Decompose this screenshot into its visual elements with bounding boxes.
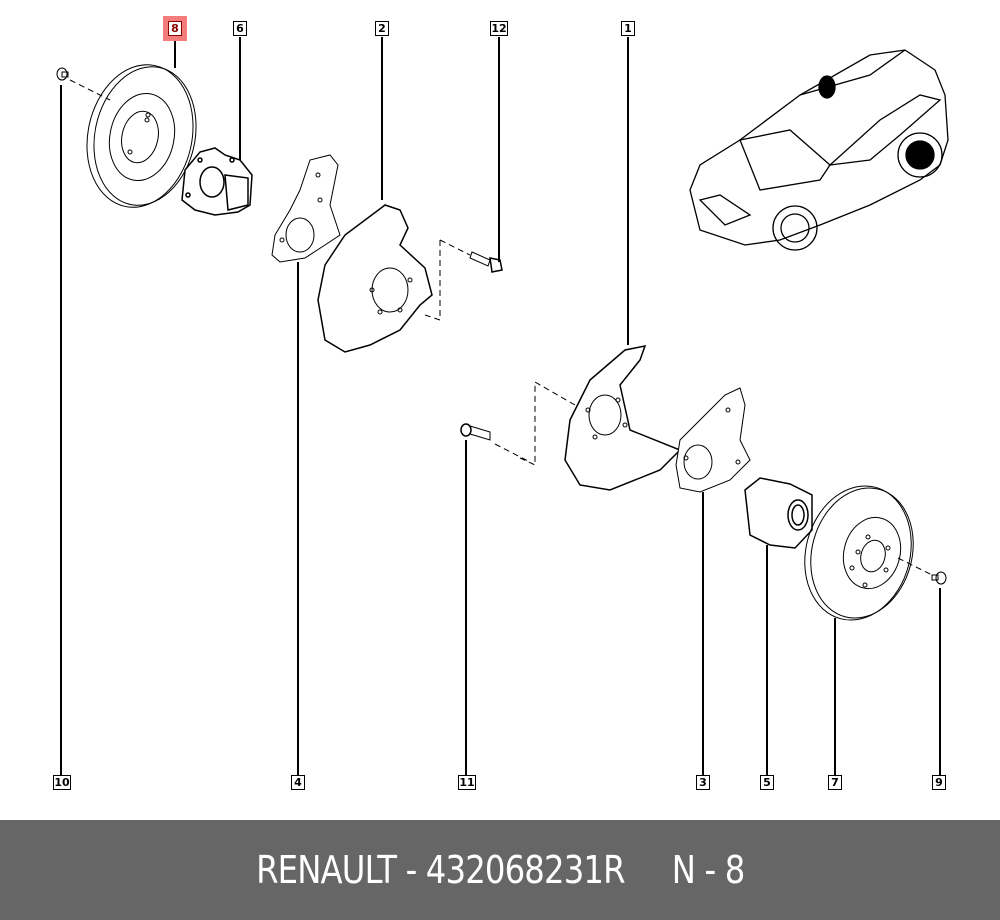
callout-3[interactable]: 3: [696, 775, 710, 790]
callout-2[interactable]: 2: [375, 21, 389, 36]
callout-7[interactable]: 7: [828, 775, 842, 790]
part-8-brake-disc: [86, 64, 197, 208]
part-info-footer: RENAULT - 432068231R N - 8: [0, 820, 1000, 920]
vehicle-illustration: [689, 49, 949, 251]
part-12-bolt: [469, 251, 503, 273]
part-10-screw: [56, 67, 111, 101]
part-9-screw: [897, 557, 947, 585]
callout-8[interactable]: 8: [168, 21, 182, 36]
parts-drawing: [56, 37, 949, 775]
callout-4[interactable]: 4: [291, 775, 305, 790]
callout-9[interactable]: 9: [932, 775, 946, 790]
part-3-caliper-bracket: [675, 387, 751, 493]
part-1-splash-shield: [519, 345, 682, 491]
part-11-bolt: [460, 423, 531, 463]
callout-12[interactable]: 12: [490, 21, 508, 36]
part-2-splash-shield: [317, 204, 471, 353]
callout-5[interactable]: 5: [760, 775, 774, 790]
callout-1[interactable]: 1: [621, 21, 635, 36]
callout-6[interactable]: 6: [233, 21, 247, 36]
part-6-wheel-hub: [181, 147, 253, 216]
part-number-caption: RENAULT - 432068231R N - 8: [255, 848, 745, 892]
exploded-parts-diagram: 8 6 2 12 1 10 4 11 3 5 7 9: [53, 21, 949, 790]
part-7-brake-disc: [804, 485, 914, 621]
callout-11[interactable]: 11: [458, 775, 476, 790]
leader-lines: [60, 37, 941, 775]
part-5-wheel-hub: [744, 477, 813, 549]
part-4-caliper-bracket: [271, 154, 341, 263]
callout-10[interactable]: 10: [53, 775, 71, 790]
